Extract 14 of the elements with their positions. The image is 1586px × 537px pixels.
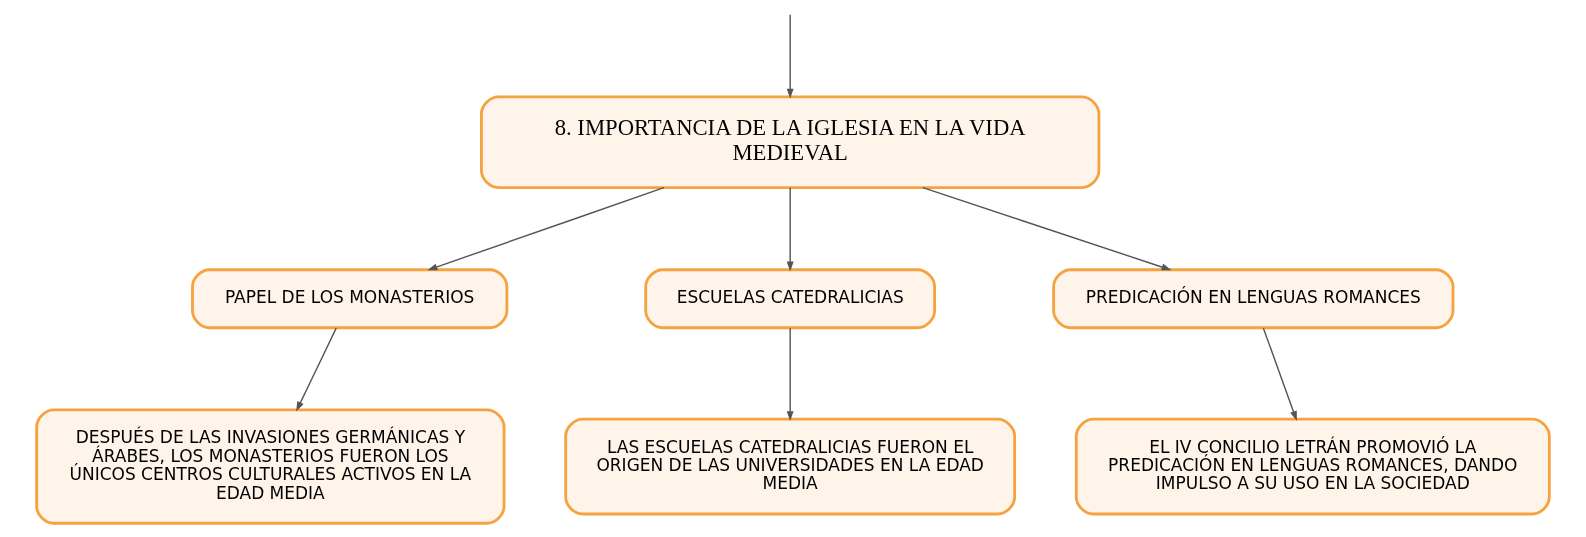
node-box: PREDICACIÓN EN LENGUAS ROMANCES xyxy=(1052,268,1455,330)
node-box: ESCUELAS CATEDRALICIAS xyxy=(644,268,937,330)
node-box: DESPUÉS DE LAS INVASIONES GERMÁNICAS Y ÁRABES, LOS MONASTERIOS FUERON LOS ÚNICOS CENTROS CULTURALES ACTIVOS EN LA EDAD MEDIA xyxy=(35,408,506,525)
node-box: LAS ESCUELAS CATEDRALICIAS FUERON EL ORIGEN DE LAS UNIVERSIDADES EN LA EDAD MEDIA xyxy=(564,417,1017,516)
arrow xyxy=(427,187,665,271)
node-box: 8. IMPORTANCIA DE LA IGLESIA EN LA VIDA MEDIEVAL xyxy=(480,95,1101,189)
arrow xyxy=(296,327,337,412)
node-box: PAPEL DE LOS MONASTERIOS xyxy=(191,268,509,330)
arrow xyxy=(786,327,794,422)
node-box: EL IV CONCILIO LETRÁN PROMOVIÓ LA PREDICACIÓN EN LENGUAS ROMANCES, DANDO IMPULSO A SU USO EN LA SOCIEDAD xyxy=(1074,417,1551,516)
arrow xyxy=(786,14,794,99)
arrow xyxy=(786,187,794,272)
arrow xyxy=(922,187,1172,271)
arrow xyxy=(1262,327,1297,421)
